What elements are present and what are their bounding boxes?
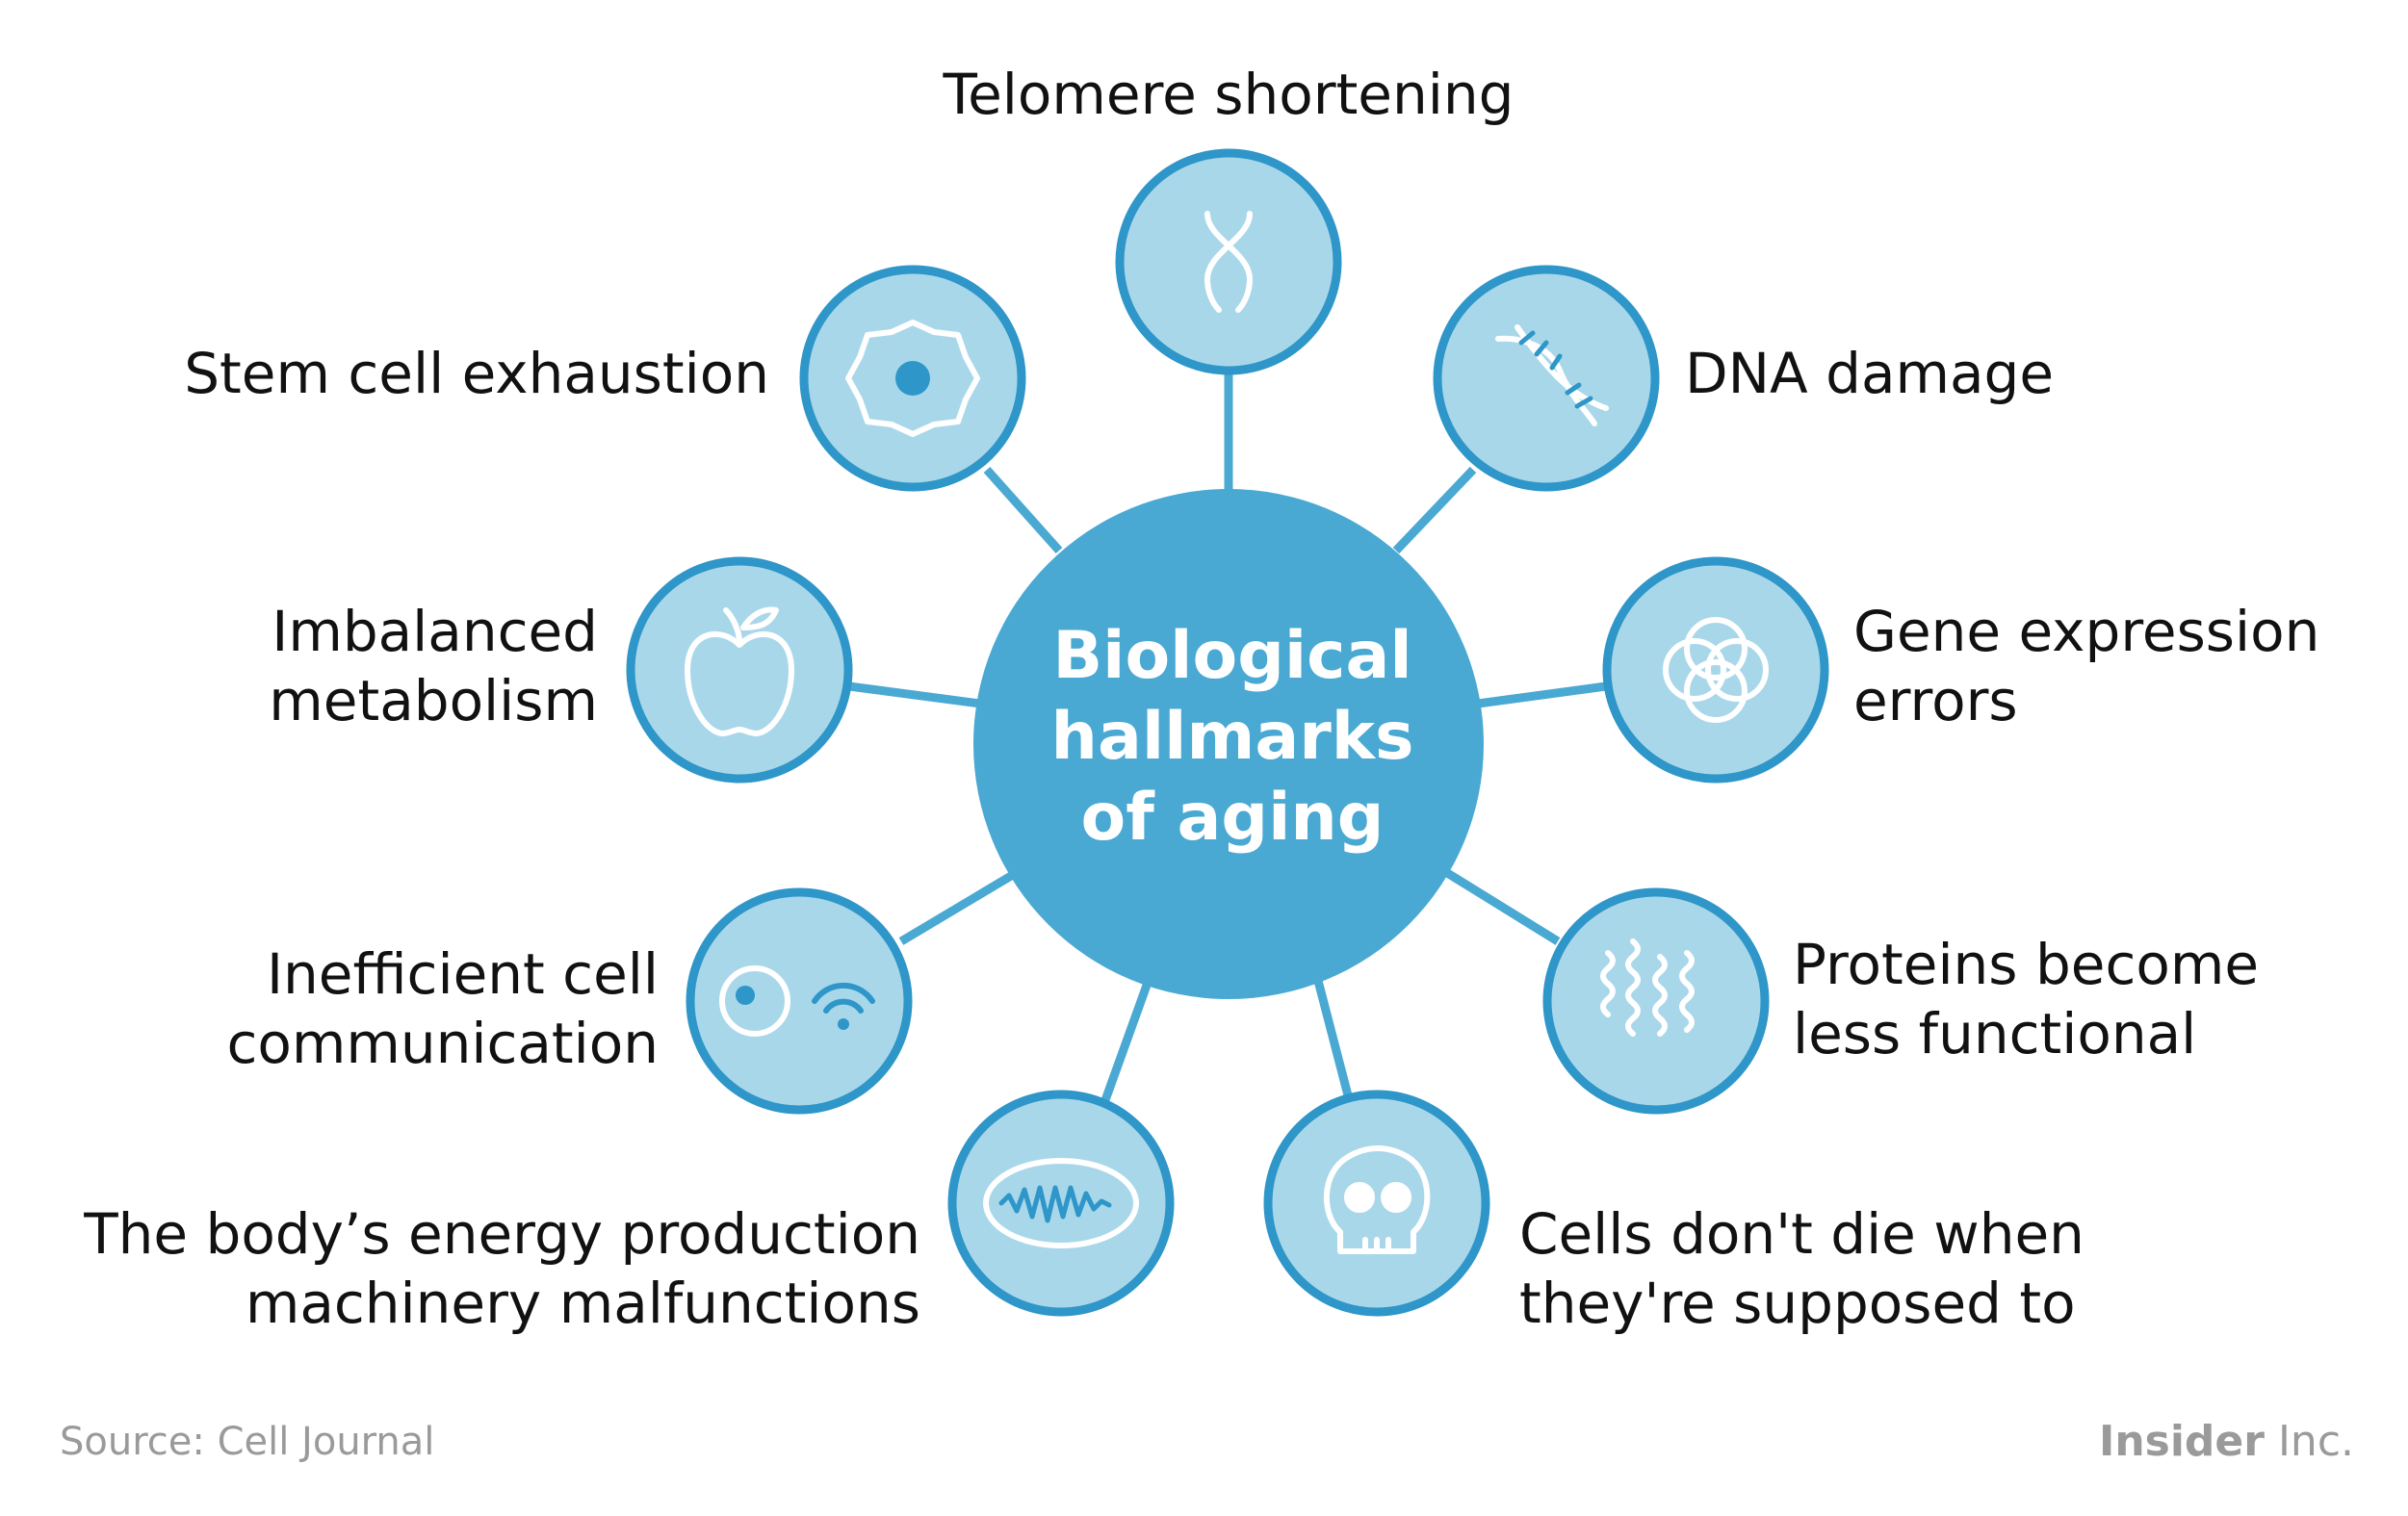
label-line: they're supposed to — [1519, 1271, 2076, 1336]
center-title-line: hallmarks — [1050, 699, 1414, 775]
label-energy: The body’s energy production machinery m… — [84, 1199, 920, 1338]
cell-signal-icon — [719, 965, 875, 1037]
dna-helix-icon — [1495, 324, 1609, 426]
connector-dna — [1392, 466, 1477, 554]
label-proteins: Proteins become less functional — [1793, 930, 2259, 1068]
source-note: Source: Cell Journal — [60, 1420, 435, 1464]
chromosome-icon — [1204, 211, 1253, 313]
label-line: Proteins become — [1793, 932, 2260, 997]
node-gene — [1602, 556, 1829, 784]
wavy-lines-icon — [1600, 938, 1695, 1037]
skull-icon — [1323, 1145, 1431, 1254]
label-line: DNA damage — [1685, 341, 2055, 406]
label-line: Gene expression — [1853, 599, 2320, 664]
label-line: Imbalanced — [272, 599, 598, 664]
connector-gene — [1477, 681, 1607, 708]
connector-communication — [898, 872, 1014, 945]
node-metabolism — [626, 556, 853, 784]
connector-proteins — [1441, 867, 1561, 945]
label-line: Inefficient cell — [266, 941, 659, 1007]
label-line: less functional — [1793, 1001, 2197, 1066]
apple-icon — [685, 606, 794, 736]
node-cells — [1263, 1090, 1490, 1317]
label-line: Stem cell exhaustion — [184, 341, 769, 406]
center-title-line: of aging — [1080, 780, 1385, 856]
label-line: Telomere shortening — [943, 62, 1515, 127]
label-line: communication — [226, 1011, 659, 1076]
node-communication — [686, 887, 913, 1115]
center-node — [973, 489, 1484, 999]
connector-cells — [1312, 975, 1353, 1097]
label-line: errors — [1853, 668, 2018, 733]
node-proteins — [1542, 887, 1770, 1115]
brand-logo: Insider Inc. — [2099, 1417, 2354, 1466]
brand-bold: Insider — [2098, 1417, 2265, 1466]
label-line: Cells don't die when — [1519, 1201, 2084, 1267]
connector-metabolism — [848, 681, 981, 708]
center-title-line: Biological — [1052, 618, 1412, 694]
node-dna — [1433, 265, 1660, 492]
brand-light: Inc. — [2264, 1417, 2354, 1466]
label-telomere: Telomere shortening — [843, 60, 1614, 129]
mitochondria-icon — [983, 1158, 1139, 1248]
label-cells: Cells don't die when they're supposed to — [1519, 1199, 2084, 1338]
overlapping-circles-icon — [1663, 617, 1769, 723]
label-communication: Inefficient cell communication — [226, 939, 659, 1078]
center-title: Biological hallmarks of aging — [972, 616, 1492, 859]
label-metabolism: Imbalanced metabolism — [269, 597, 598, 735]
label-line: machinery malfunctions — [245, 1271, 920, 1336]
connector-stemcell — [983, 467, 1063, 553]
label-line: metabolism — [269, 668, 598, 733]
stem-cell-icon — [845, 320, 980, 437]
label-dna: DNA damage — [1685, 339, 2054, 408]
label-line: The body’s energy production — [84, 1201, 920, 1267]
connector-energy — [1100, 978, 1153, 1102]
node-telomere — [1115, 148, 1342, 375]
label-gene: Gene expression errors — [1853, 597, 2319, 735]
label-stemcell: Stem cell exhaustion — [184, 339, 769, 408]
